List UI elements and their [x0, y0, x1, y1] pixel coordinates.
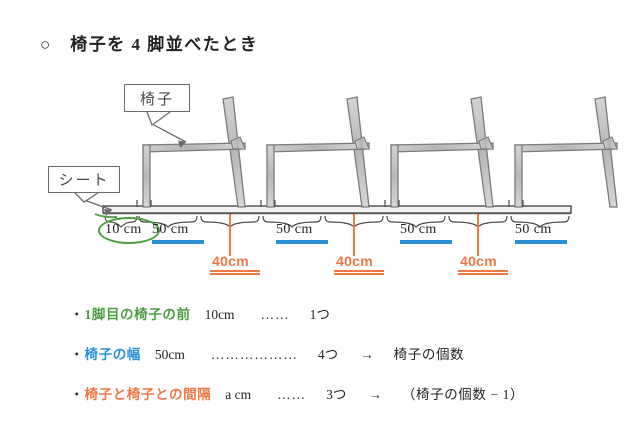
- note-bullet-3: ・: [70, 387, 84, 402]
- label-chair-width-3: 50 cm: [400, 222, 437, 237]
- underline-between-gap-3b: [458, 273, 508, 275]
- note-count-1: 1つ: [309, 307, 330, 322]
- underline-between-gap-2b: [334, 273, 384, 275]
- underline-chair-width-1: [152, 240, 204, 244]
- label-chair-width-1: 50 cm: [152, 222, 189, 237]
- callout-tail-seat: [74, 192, 113, 216]
- callout-seat: シート: [48, 166, 120, 193]
- chair-2: [266, 96, 370, 208]
- leader-between-gap-1: [229, 214, 231, 256]
- leader-between-gap-2: [353, 214, 355, 256]
- note-line-1: ・1脚目の椅子の前 10cm …… 1つ: [70, 303, 330, 323]
- seat-highlight-stroke: [94, 213, 118, 219]
- note-dots-3: ……: [277, 387, 307, 402]
- rail-ticks: [136, 200, 524, 207]
- note-value-2: 50cm: [154, 347, 185, 362]
- chair-4: [514, 96, 618, 208]
- underline-between-gap-2a: [334, 270, 384, 272]
- leader-between-gap-3: [477, 214, 479, 256]
- underline-between-gap-3a: [458, 270, 508, 272]
- label-between-gap-3: 40cm: [460, 253, 498, 269]
- page-title: ○ 椅子を 4 脚並べたとき: [40, 35, 259, 54]
- note-key-2: 椅子の幅: [84, 347, 141, 362]
- note-line-3: ・椅子と椅子との間隔 a cm …… 3つ → （椅子の個数 − 1）: [70, 383, 524, 403]
- label-between-gap-2: 40cm: [336, 253, 374, 269]
- note-dots-1: ……: [260, 307, 290, 322]
- underline-between-gap-1a: [210, 270, 260, 272]
- label-between-gap-1: 40cm: [212, 253, 250, 269]
- note-key-3: 椅子と椅子との間隔: [84, 387, 212, 402]
- note-result-3: （椅子の個数 − 1）: [401, 387, 525, 402]
- note-result-2: 椅子の個数: [393, 347, 465, 362]
- note-arrow-2: →: [360, 347, 374, 362]
- underline-between-gap-1b: [210, 273, 260, 275]
- callout-chair: 椅子: [124, 84, 190, 112]
- underline-chair-width-3: [400, 240, 452, 244]
- note-value-1: 10cm: [204, 307, 235, 322]
- ground-line: [102, 205, 572, 215]
- callout-tail-chair: [146, 111, 187, 148]
- chair-3: [390, 96, 494, 208]
- note-line-2: ・椅子の幅 50cm ……………… 4つ → 椅子の個数: [70, 343, 464, 363]
- note-arrow-3: →: [368, 387, 382, 402]
- note-dots-2: ………………: [210, 347, 298, 362]
- label-chair-width-4: 50 cm: [515, 222, 552, 237]
- note-count-2: 4つ: [317, 347, 339, 362]
- underline-chair-width-4: [515, 240, 567, 244]
- label-chair-width-2: 50 cm: [276, 222, 313, 237]
- note-count-3: 3つ: [326, 387, 347, 402]
- note-bullet-1: ・: [70, 307, 84, 322]
- underline-chair-width-2: [276, 240, 328, 244]
- note-key-1: 1脚目の椅子の前: [84, 307, 191, 322]
- green-ellipse-highlight: [98, 217, 160, 244]
- note-value-3: a cm: [225, 387, 252, 402]
- note-bullet-2: ・: [70, 347, 84, 362]
